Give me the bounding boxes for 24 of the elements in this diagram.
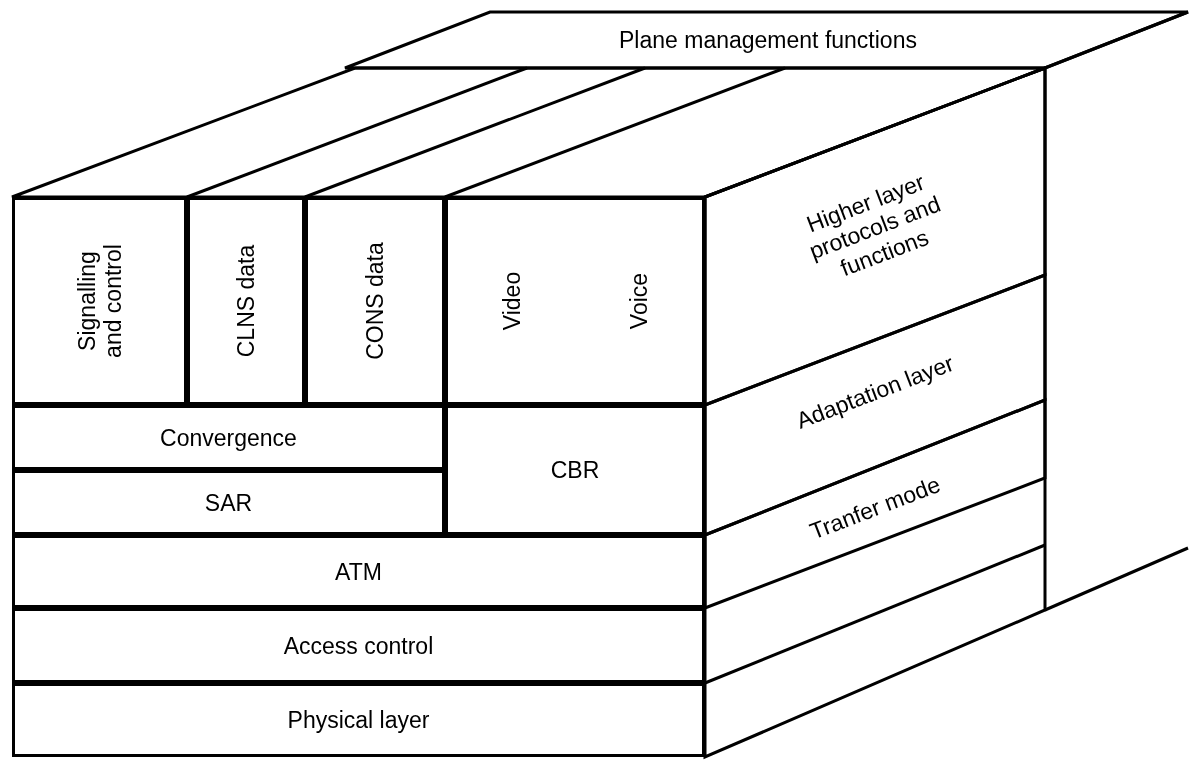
layer-label: CBR — [549, 456, 601, 484]
layer-box — [12, 608, 705, 683]
layer-box — [12, 535, 705, 608]
layer-label: SAR — [203, 489, 254, 516]
plane-band — [345, 12, 1188, 68]
layer-label: CLNS data — [232, 243, 260, 360]
layer-label: Physical layer — [286, 706, 431, 734]
layer-label: Plane management functions — [618, 26, 918, 54]
layer-label: CONS data — [361, 241, 389, 362]
layer-label: Convergence — [159, 424, 298, 451]
layer-box — [12, 197, 187, 405]
layer-label: Voice — [625, 271, 652, 332]
layer-box — [12, 405, 445, 470]
layer-box — [187, 197, 305, 405]
layer-label: Video — [498, 270, 525, 333]
layer-box — [445, 405, 705, 535]
layer-box — [12, 683, 705, 757]
layer-label: Signalling and control — [73, 243, 126, 360]
layer-box — [12, 470, 445, 535]
layer-box — [305, 197, 445, 405]
layer-box — [445, 197, 705, 405]
layer-label: Access control — [282, 632, 435, 659]
layer-label: Tranfer mode — [805, 470, 945, 547]
layer-label: ATM — [334, 558, 383, 585]
